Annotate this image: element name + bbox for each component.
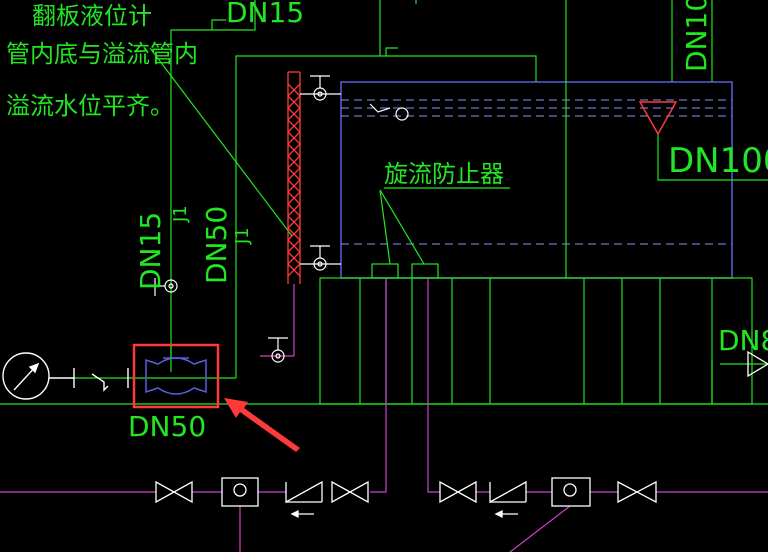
- flip-plate-level-gauge: [287, 71, 301, 284]
- gate-valve-2-icon: [331, 480, 369, 504]
- gate-valve-3-icon: [439, 480, 477, 504]
- dn15-top-label: DN15: [226, 0, 304, 29]
- gate-valve-1-icon: [155, 480, 193, 504]
- note-line2-label: 溢流水位平齐。: [6, 92, 174, 120]
- float-switch-icon: [369, 103, 409, 121]
- pump-2-icon: [551, 477, 591, 507]
- note-line1-label: 管内底与溢流管内: [6, 40, 198, 68]
- j1-mid-label: J1: [232, 227, 253, 245]
- dn15-valve-icon: [154, 278, 178, 296]
- dn50-mid-label: DN50: [200, 206, 233, 284]
- highlight-box: [132, 343, 220, 409]
- vortex-breaker-icon: [371, 263, 439, 279]
- dn80-arrow-icon: [747, 350, 768, 378]
- dn100-top-label: DN100: [680, 0, 713, 72]
- pump-1-icon: [221, 477, 259, 507]
- lower-piping: [0, 278, 768, 552]
- check-valve-1-icon: [285, 480, 323, 519]
- dn100-side-label: DN100: [668, 141, 768, 181]
- dn50-bottom-label: DN50: [128, 410, 206, 443]
- dn80-right-label: DN8: [718, 324, 768, 357]
- gauge-bottom-valve-icon: [300, 245, 341, 271]
- gauge-top-valve-icon: [300, 75, 341, 101]
- vortex-breaker-label: 旋流防止器: [384, 160, 504, 188]
- gate-valve-4-icon: [617, 480, 657, 504]
- overflow-funnel: [638, 101, 678, 136]
- float-valve-icon: [134, 345, 218, 395]
- drain-valve-icon: [260, 284, 295, 363]
- check-valve-2-icon: [489, 480, 527, 519]
- pressure-gauge-icon: [2, 352, 129, 400]
- j1-left-label: J1: [170, 205, 191, 223]
- dn15-left-label: DN15: [134, 212, 167, 290]
- gauge-title-label: 翻板液位计: [32, 2, 152, 30]
- highlight-arrow-icon: [224, 398, 300, 452]
- green-piping: [74, 0, 768, 404]
